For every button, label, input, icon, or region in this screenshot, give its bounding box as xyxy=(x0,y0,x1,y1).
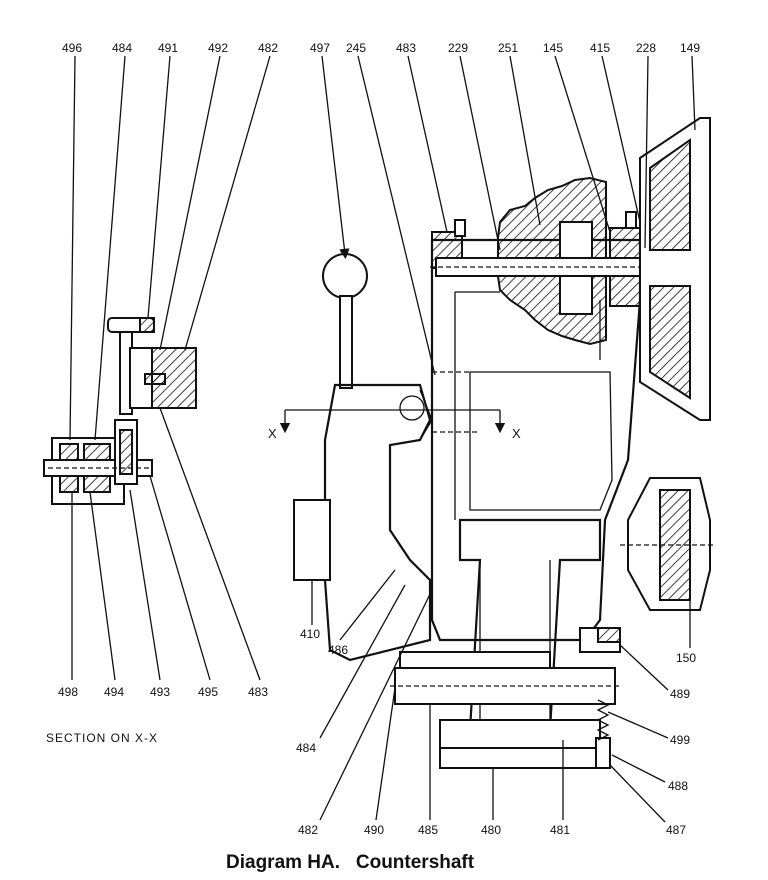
callout-251: 251 xyxy=(498,41,518,55)
callout-497: 497 xyxy=(310,41,330,55)
main-assembly-drawing xyxy=(293,117,715,769)
callout-490: 490 xyxy=(364,823,384,837)
callout-410: 410 xyxy=(300,627,320,641)
callout-483-top: 483 xyxy=(396,41,416,55)
callout-485: 485 xyxy=(418,823,438,837)
callout-489: 489 xyxy=(670,687,690,701)
callouts-section: 498 494 493 495 483 xyxy=(58,685,268,699)
section-xx-drawing xyxy=(43,317,197,505)
callout-481: 481 xyxy=(550,823,570,837)
section-label: SECTION ON X-X xyxy=(46,731,158,745)
callout-484-top: 484 xyxy=(112,41,132,55)
callouts-top: 496 484 491 492 482 497 245 483 229 251 … xyxy=(62,41,700,55)
leader-lines xyxy=(69,55,696,823)
section-line-xx: X X xyxy=(268,409,521,441)
callout-228: 228 xyxy=(636,41,656,55)
callout-480: 480 xyxy=(481,823,501,837)
callout-415: 415 xyxy=(590,41,610,55)
callout-245: 245 xyxy=(346,41,366,55)
diagram-caption: Diagram HA. Countershaft xyxy=(226,852,475,873)
callout-499: 499 xyxy=(670,733,690,747)
callout-150: 150 xyxy=(676,651,696,665)
callout-492: 492 xyxy=(208,41,228,55)
callout-496: 496 xyxy=(62,41,82,55)
axis-letter-left: X xyxy=(268,426,277,441)
callout-229: 229 xyxy=(448,41,468,55)
callout-498: 498 xyxy=(58,685,78,699)
callout-495: 495 xyxy=(198,685,218,699)
callout-493: 493 xyxy=(150,685,170,699)
callout-486: 486 xyxy=(328,643,348,657)
callout-482-top: 482 xyxy=(258,41,278,55)
callout-145: 145 xyxy=(543,41,563,55)
callout-494: 494 xyxy=(104,685,124,699)
callout-487: 487 xyxy=(666,823,686,837)
callout-484-main: 484 xyxy=(296,741,316,755)
axis-letter-right: X xyxy=(512,426,521,441)
callout-483-section: 483 xyxy=(248,685,268,699)
callout-149: 149 xyxy=(680,41,700,55)
callout-491: 491 xyxy=(158,41,178,55)
callouts-main: 410 486 484 482 490 485 480 481 487 488 … xyxy=(296,627,696,837)
callout-482-main: 482 xyxy=(298,823,318,837)
callout-488: 488 xyxy=(668,779,688,793)
